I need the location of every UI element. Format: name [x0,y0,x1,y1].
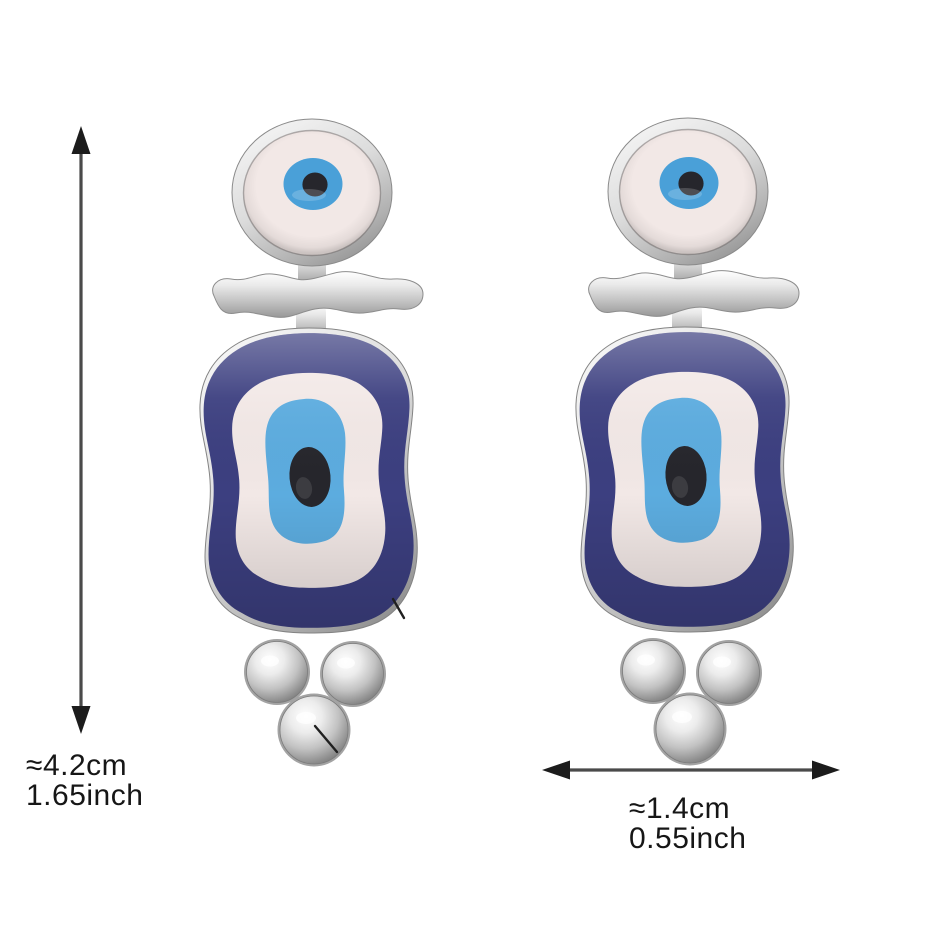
height-inch-text: 1.65inch [26,779,144,812]
arrow-head-left-icon [542,760,570,780]
vertical-measure-arrow [71,126,91,734]
width-measurement-label: ≈1.4cm 0.55inch [629,794,746,854]
scratch-body [391,597,406,620]
arrow-head-right-icon [812,760,840,780]
scratch-marks [313,597,406,754]
horizontal-measure-arrow [542,760,840,780]
width-cm-text: ≈1.4cm [629,792,731,825]
earring-left [199,118,424,768]
arrow-head-down-icon [71,706,91,734]
earring-right [575,117,800,767]
scratch-bead [313,724,339,754]
height-measurement-label: ≈4.2cm 1.65inch [26,751,143,811]
width-inch-text: 0.55inch [629,822,747,855]
height-cm-text: ≈4.2cm [26,749,128,782]
arrow-head-up-icon [71,126,91,154]
